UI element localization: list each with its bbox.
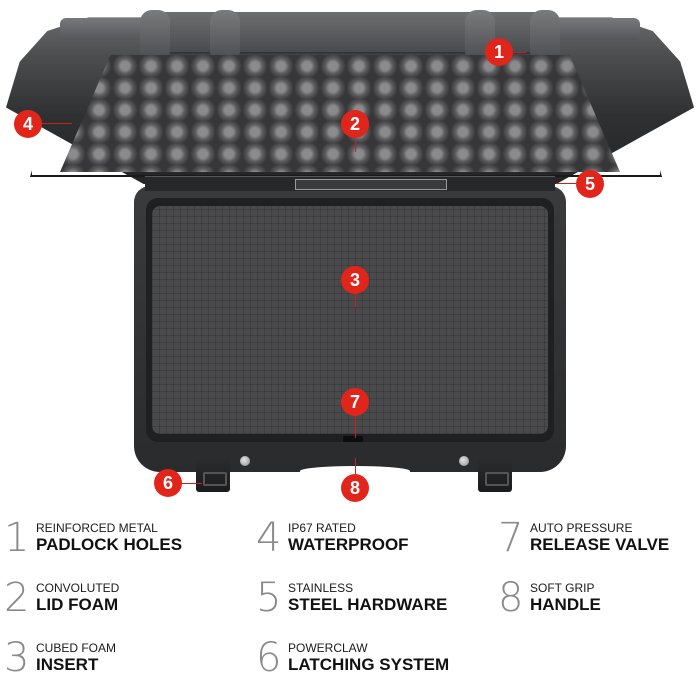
cubed-foam-insert [152,206,548,434]
legend-number: 3 [4,635,30,681]
leader-line-5 [556,183,576,184]
legend-title: INSERT [36,655,99,674]
legend-number: 7 [498,515,524,561]
callout-2: 2 [341,110,369,138]
callout-1: 1 [485,38,513,66]
legend-number: 1 [4,515,30,561]
legend-item-1: 1 REINFORCED METAL PADLOCK HOLES [4,518,182,558]
legend-subtitle: REINFORCED METAL [36,521,158,535]
screw-left [240,456,250,466]
legend-title: WATERPROOF [288,535,409,554]
legend-subtitle: STAINLESS [288,581,354,595]
legend-number: 2 [4,575,30,621]
leader-line-4 [42,123,72,124]
legend-subtitle: AUTO PRESSURE [530,521,633,535]
legend-subtitle: SOFT GRIP [530,581,595,595]
callout-6: 6 [154,469,182,497]
legend-item-5: 5 STAINLESS STEEL HARDWARE [256,578,447,618]
leader-line-2 [355,140,356,152]
leader-line-6 [182,483,202,484]
hinge-bar [295,179,447,190]
legend-item-4: 4 IP67 RATED WATERPROOF [256,518,409,558]
callout-7: 7 [341,388,369,416]
legend-title: STEEL HARDWARE [288,595,448,614]
feature-legend: 1 REINFORCED METAL PADLOCK HOLES 2 CONVO… [0,500,700,700]
legend-subtitle: CONVOLUTED [36,581,120,595]
legend-title: PADLOCK HOLES [36,535,183,554]
hinge-strip [145,176,555,191]
padlock-hole-left-inner [210,10,240,56]
legend-title: LATCHING SYSTEM [288,655,450,674]
screw-right [459,456,469,466]
latch-left [196,458,230,492]
leader-line-8 [355,458,356,474]
legend-item-6: 6 POWERCLAW LATCHING SYSTEM [256,638,449,678]
callout-3: 3 [341,266,369,294]
legend-title: LID FOAM [36,595,119,614]
legend-item-3: 3 CUBED FOAM INSERT [4,638,116,678]
legend-number: 6 [256,635,282,681]
legend-number: 8 [498,575,524,621]
convoluted-lid-foam [60,55,620,172]
legend-item-8: 8 SOFT GRIP HANDLE [498,578,601,618]
padlock-hole-left-outer [140,10,170,56]
case-product-photo: 1 2 3 4 5 6 7 8 [6,10,694,502]
legend-item-7: 7 AUTO PRESSURE RELEASE VALVE [498,518,669,558]
leader-line-3 [355,293,356,307]
legend-item-2: 2 CONVOLUTED LID FOAM [4,578,119,618]
callout-5: 5 [576,170,604,198]
legend-number: 5 [256,575,282,621]
callout-8: 8 [341,474,369,502]
legend-title: RELEASE VALVE [530,535,670,554]
callout-4: 4 [14,110,42,138]
leader-line-7 [355,416,356,438]
legend-subtitle: CUBED FOAM [36,641,117,655]
legend-subtitle: POWERCLAW [288,641,368,655]
legend-subtitle: IP67 RATED [288,521,356,535]
leader-line-1 [512,52,526,53]
pressure-valve [343,436,363,442]
legend-number: 4 [256,515,282,561]
padlock-hole-right-outer [530,10,560,56]
legend-title: HANDLE [530,595,601,614]
latch-right [478,458,512,492]
